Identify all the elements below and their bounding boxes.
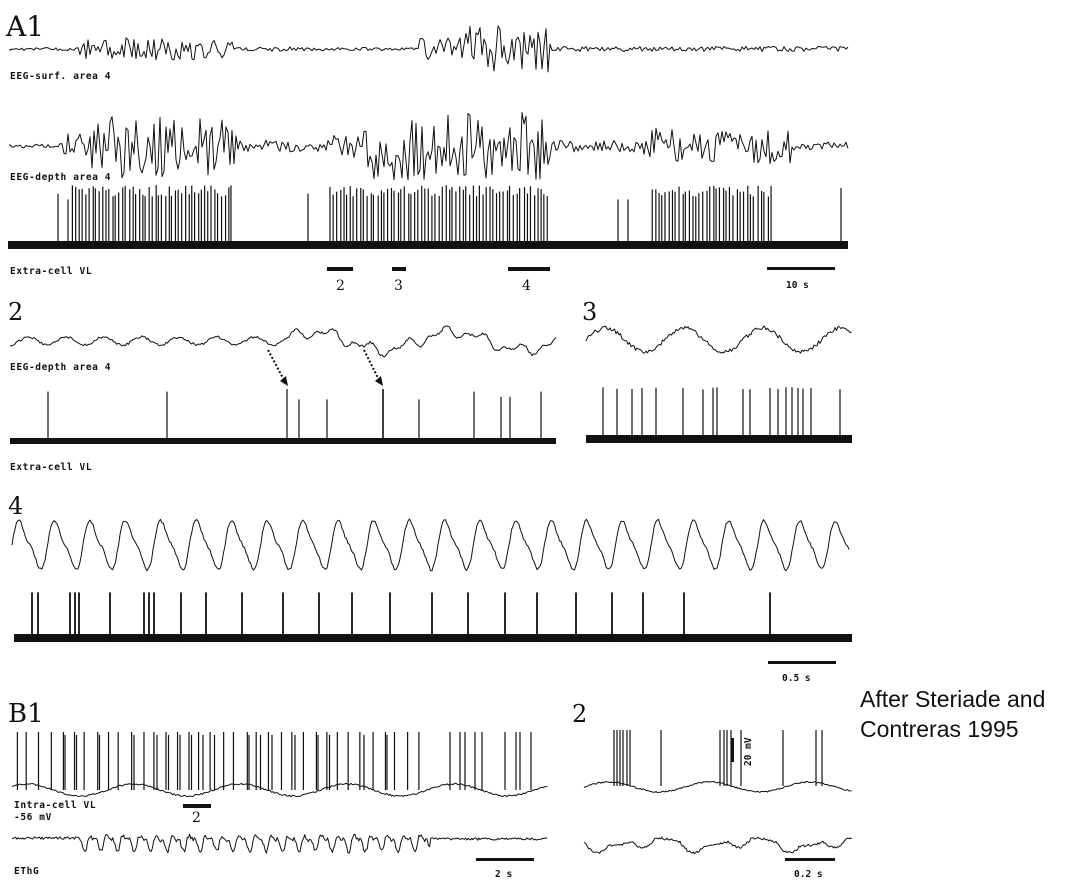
eeg-surf-trace [9,25,849,73]
baseline-band [586,435,852,443]
panel-label-a2: 2 [8,298,23,326]
segment-label-b2: 2 [192,810,201,826]
segment-bar-3 [392,267,406,271]
eeg-depth-2-trace [9,325,557,358]
panel-label-a1: A1 [5,10,44,43]
segment-bar-4 [508,267,550,271]
extra-cell-a3-trace [586,387,852,443]
segment-label-3: 3 [394,278,403,294]
dotted-arrow-1 [267,349,288,386]
scale-bar-b2-time [785,858,835,861]
trace-label-eeg-surf: EEG-surf. area 4 [10,71,111,82]
scale-bar-b1 [476,858,534,861]
credit-note: After Steriade and Contreras 1995 [860,684,1082,744]
segment-bar-2 [327,267,353,271]
segment-bar-b2 [183,804,211,808]
recording-traces [8,25,852,855]
panel-label-b1: B1 [8,699,44,729]
scale-bar-a1 [767,267,835,270]
panel-label-b2: 2 [572,700,587,728]
ethg-trace [11,833,548,854]
intra-cell-b2-trace [583,780,852,794]
eeg-depth-trace [9,112,849,181]
trace-label-intra-potential: -56 mV [14,812,52,823]
credit-line-2: Contreras 1995 [860,716,1019,742]
extra-cell-a4-trace [14,592,852,642]
intra-cell-b2-spikes [613,730,823,786]
trace-label-extra-cell: Extra-cell VL [10,266,92,277]
ethg-b2-trace [583,836,852,855]
trace-label-ethg: EThG [14,866,39,877]
segment-label-4: 4 [522,278,531,294]
segment-label-2: 2 [336,278,345,294]
credit-line-1: After Steriade and [860,686,1046,712]
intra-cell-spikes [16,732,532,790]
trace-label-intra-cell: Intra-cell VL [14,800,96,811]
eeg-a4-trace [11,518,850,572]
panel-label-a3: 3 [582,298,597,326]
intra-cell-trace [11,782,548,798]
trace-label-eeg-depth: EEG-depth area 4 [10,172,111,183]
dotted-arrow-2 [363,349,383,386]
panel-label-a4: 4 [8,492,23,520]
extra-cell-trace [8,185,848,249]
scale-label-b2-voltage: 20 mV [743,737,754,766]
trace-label-extra-cell-2: Extra-cell VL [10,462,92,473]
trace-label-eeg-depth-2: EEG-depth area 4 [10,362,111,373]
scale-label-b2-time: 0.2 s [794,869,823,880]
scale-bar-a4 [768,661,836,664]
extra-cell-2-trace [10,389,556,444]
baseline-band [10,438,556,444]
eeg-a3-trace [585,325,852,354]
baseline-band [14,634,852,642]
scale-label-a1: 10 s [786,280,809,291]
scale-bar-b2-voltage [731,738,734,762]
scale-label-a4: 0.5 s [782,673,811,684]
scale-label-b1: 2 s [495,869,512,880]
